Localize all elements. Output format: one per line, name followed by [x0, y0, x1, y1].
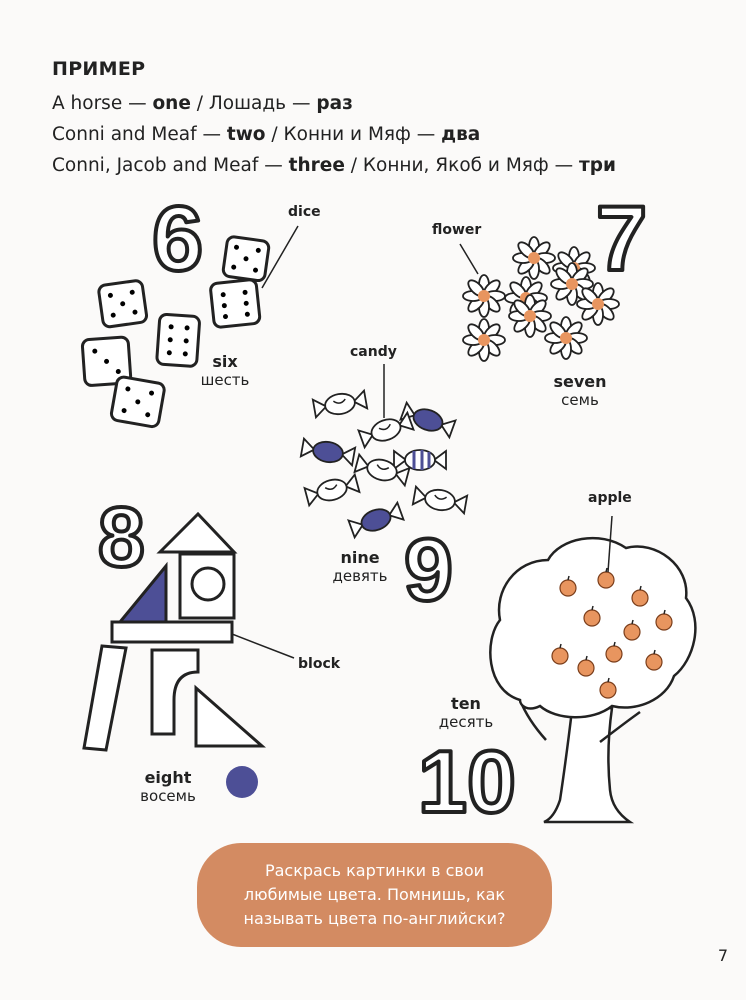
apple-icon — [605, 641, 623, 663]
candy-icon — [311, 388, 369, 420]
digit-nine: 9 — [404, 520, 453, 619]
label-ten-en: ten — [451, 694, 481, 713]
tag-dice: dice — [288, 204, 321, 220]
label-nine-en: nine — [340, 548, 380, 567]
label-eight-en: eight — [144, 768, 192, 787]
flower-icon — [462, 274, 506, 318]
tag-apple: apple — [588, 490, 632, 506]
example-line-2: Conni and Meaf — two / Конни и Мяф — два — [52, 124, 481, 145]
flower-icon — [576, 282, 620, 326]
tag-block: block — [298, 656, 341, 672]
digit-seven: 7 — [596, 188, 647, 290]
blocks-illustration — [82, 511, 266, 798]
label-ten: ten десять — [428, 694, 504, 731]
digit-ten: 10 — [418, 732, 516, 831]
candy-icon — [399, 400, 457, 440]
label-six: six шесть — [190, 352, 260, 389]
apple-icon — [577, 655, 595, 677]
flowers-illustration — [462, 236, 620, 362]
label-nine-ru: девять — [332, 567, 388, 585]
coloring-callout: Раскрась картинки в свои любимые цвета. … — [197, 843, 552, 947]
digit-eight: 8 — [98, 490, 145, 584]
candy-icon — [357, 410, 415, 450]
apple-icon — [631, 585, 649, 607]
label-seven: seven семь — [540, 372, 620, 409]
example-block: ПРИМЕР A horse — one / Лошадь — раз Conn… — [52, 58, 616, 181]
apple-icon — [597, 567, 615, 589]
label-seven-ru: семь — [561, 391, 599, 409]
label-six-ru: шесть — [200, 371, 250, 389]
example-line-3: Conni, Jacob and Meaf — three / Конни, Я… — [52, 155, 616, 176]
apple-icon — [583, 605, 601, 627]
example-line-1: A horse — one / Лошадь — раз — [52, 93, 353, 114]
label-nine: nine девять — [322, 548, 398, 585]
flower-icon — [508, 294, 552, 338]
label-eight-ru: восемь — [140, 787, 196, 805]
candy-icon — [353, 452, 411, 488]
dice-illustration — [80, 235, 271, 429]
apple-icon — [645, 649, 663, 671]
tag-flower: flower — [432, 222, 482, 238]
apple-icon — [559, 575, 577, 597]
candies-illustration — [299, 388, 469, 540]
callout-line-1: Раскрась картинки в свои — [264, 861, 485, 880]
callout-line-3: называть цвета по-английски? — [243, 909, 506, 928]
flower-icon — [512, 236, 556, 280]
candy-icon — [411, 484, 469, 516]
flower-icon — [462, 318, 506, 362]
example-heading: ПРИМЕР — [52, 58, 146, 80]
digit-six: 6 — [152, 188, 203, 290]
tag-candy: candy — [350, 344, 397, 360]
apple-icon — [655, 609, 673, 631]
apple-tree-illustration — [489, 536, 697, 824]
apple-icon — [623, 619, 641, 641]
label-seven-en: seven — [553, 372, 607, 391]
label-eight: eight восемь — [128, 768, 208, 805]
label-ten-ru: десять — [438, 713, 494, 731]
flower-icon — [550, 262, 594, 306]
candy-icon — [393, 449, 447, 471]
page-number: 7 — [717, 946, 728, 965]
callout-line-2: любимые цвета. Помнишь, как — [243, 885, 506, 904]
candy-icon — [347, 500, 405, 540]
candy-icon — [303, 472, 361, 508]
label-six-en: six — [212, 352, 238, 371]
flower-icon — [544, 316, 588, 360]
apple-icon — [599, 677, 617, 699]
candy-icon — [299, 436, 357, 468]
apple-icon — [551, 643, 569, 665]
